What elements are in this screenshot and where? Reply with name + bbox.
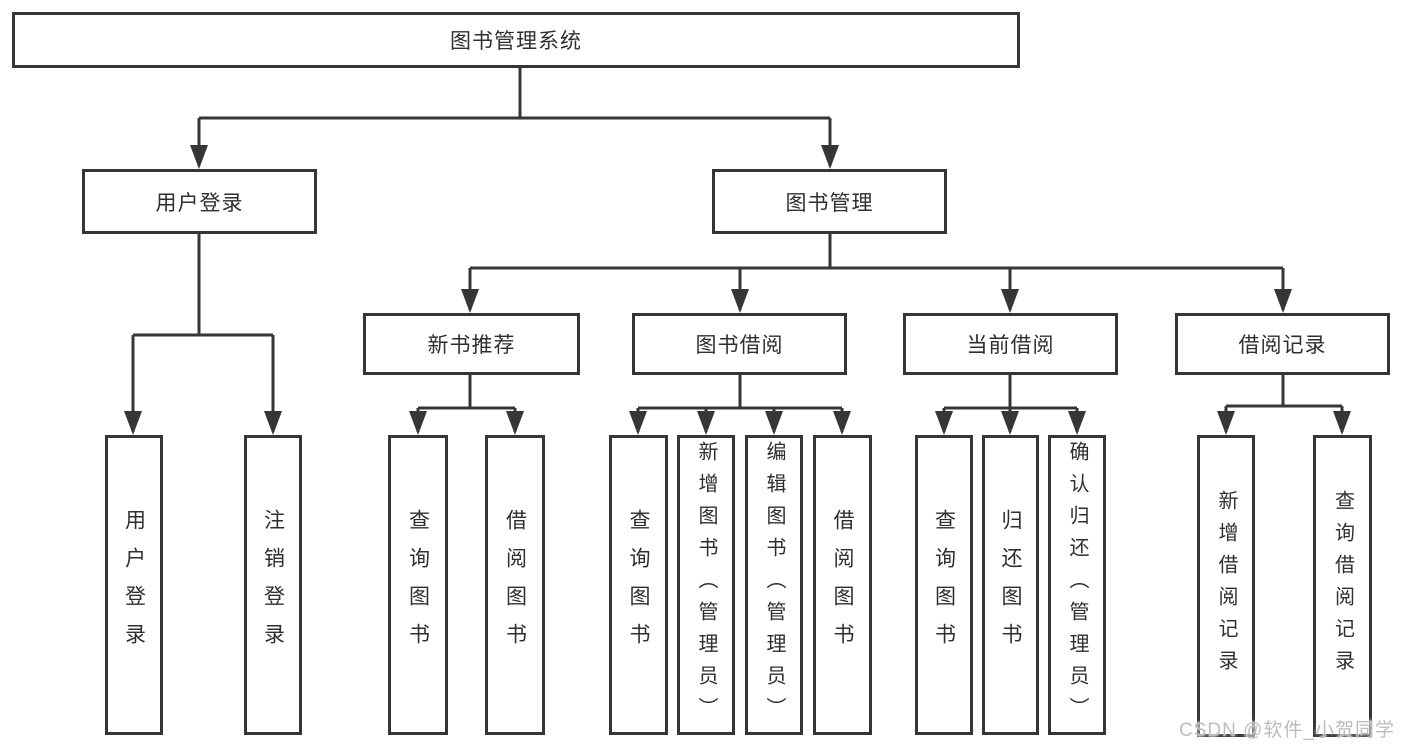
arrowhead <box>1217 411 1235 435</box>
leaf-current-query-books: 查询图书 <box>915 435 973 735</box>
leaf-add-books-admin: 新增图书（管理员） <box>677 435 735 735</box>
arrowhead <box>1001 411 1019 435</box>
arrowhead <box>833 411 851 435</box>
node-new-book-recommend: 新书推荐 <box>363 313 580 375</box>
arrowhead <box>821 145 839 169</box>
leaf-newbook-query-books: 查询图书 <box>388 435 448 735</box>
node-current-borrowing: 当前借阅 <box>903 313 1118 375</box>
arrowhead <box>1274 289 1292 313</box>
csdn-watermark: CSDN @软件_小贺同学 <box>1179 720 1395 741</box>
arrowhead <box>506 411 524 435</box>
leaf-add-borrow-record: 新增借阅记录 <box>1197 435 1255 737</box>
arrowhead <box>1068 411 1086 435</box>
arrowhead <box>409 411 427 435</box>
leaf-confirm-return-admin: 确认归还（管理员） <box>1048 435 1106 735</box>
arrowhead <box>461 289 479 313</box>
node-book-borrowing: 图书借阅 <box>632 313 847 375</box>
leaf-edit-books-admin: 编辑图书（管理员） <box>745 435 803 735</box>
arrowhead <box>1333 411 1351 435</box>
arrowhead <box>124 411 142 435</box>
arrowhead <box>190 145 208 169</box>
node-book-management: 图书管理 <box>712 169 947 234</box>
arrowhead <box>765 411 783 435</box>
arrowheads <box>124 145 1351 435</box>
arrowhead <box>697 411 715 435</box>
arrowhead <box>935 411 953 435</box>
node-user-login: 用户登录 <box>82 169 317 234</box>
arrowhead <box>629 411 647 435</box>
arrowhead <box>731 289 749 313</box>
node-borrowing-record: 借阅记录 <box>1175 313 1390 375</box>
node-root: 图书管理系统 <box>12 12 1020 68</box>
leaf-user-login: 用户登录 <box>105 435 163 735</box>
leaf-borrow-books: 借阅图书 <box>813 435 872 735</box>
arrowhead <box>264 411 282 435</box>
leaf-borrow-query-books: 查询图书 <box>609 435 668 735</box>
leaf-query-borrow-record: 查询借阅记录 <box>1313 435 1372 737</box>
connector-lines <box>131 67 1344 432</box>
leaf-return-books: 归还图书 <box>982 435 1039 735</box>
leaf-newbook-borrow-books: 借阅图书 <box>485 435 545 735</box>
arrowhead <box>1001 289 1019 313</box>
leaf-logout: 注销登录 <box>244 435 302 735</box>
